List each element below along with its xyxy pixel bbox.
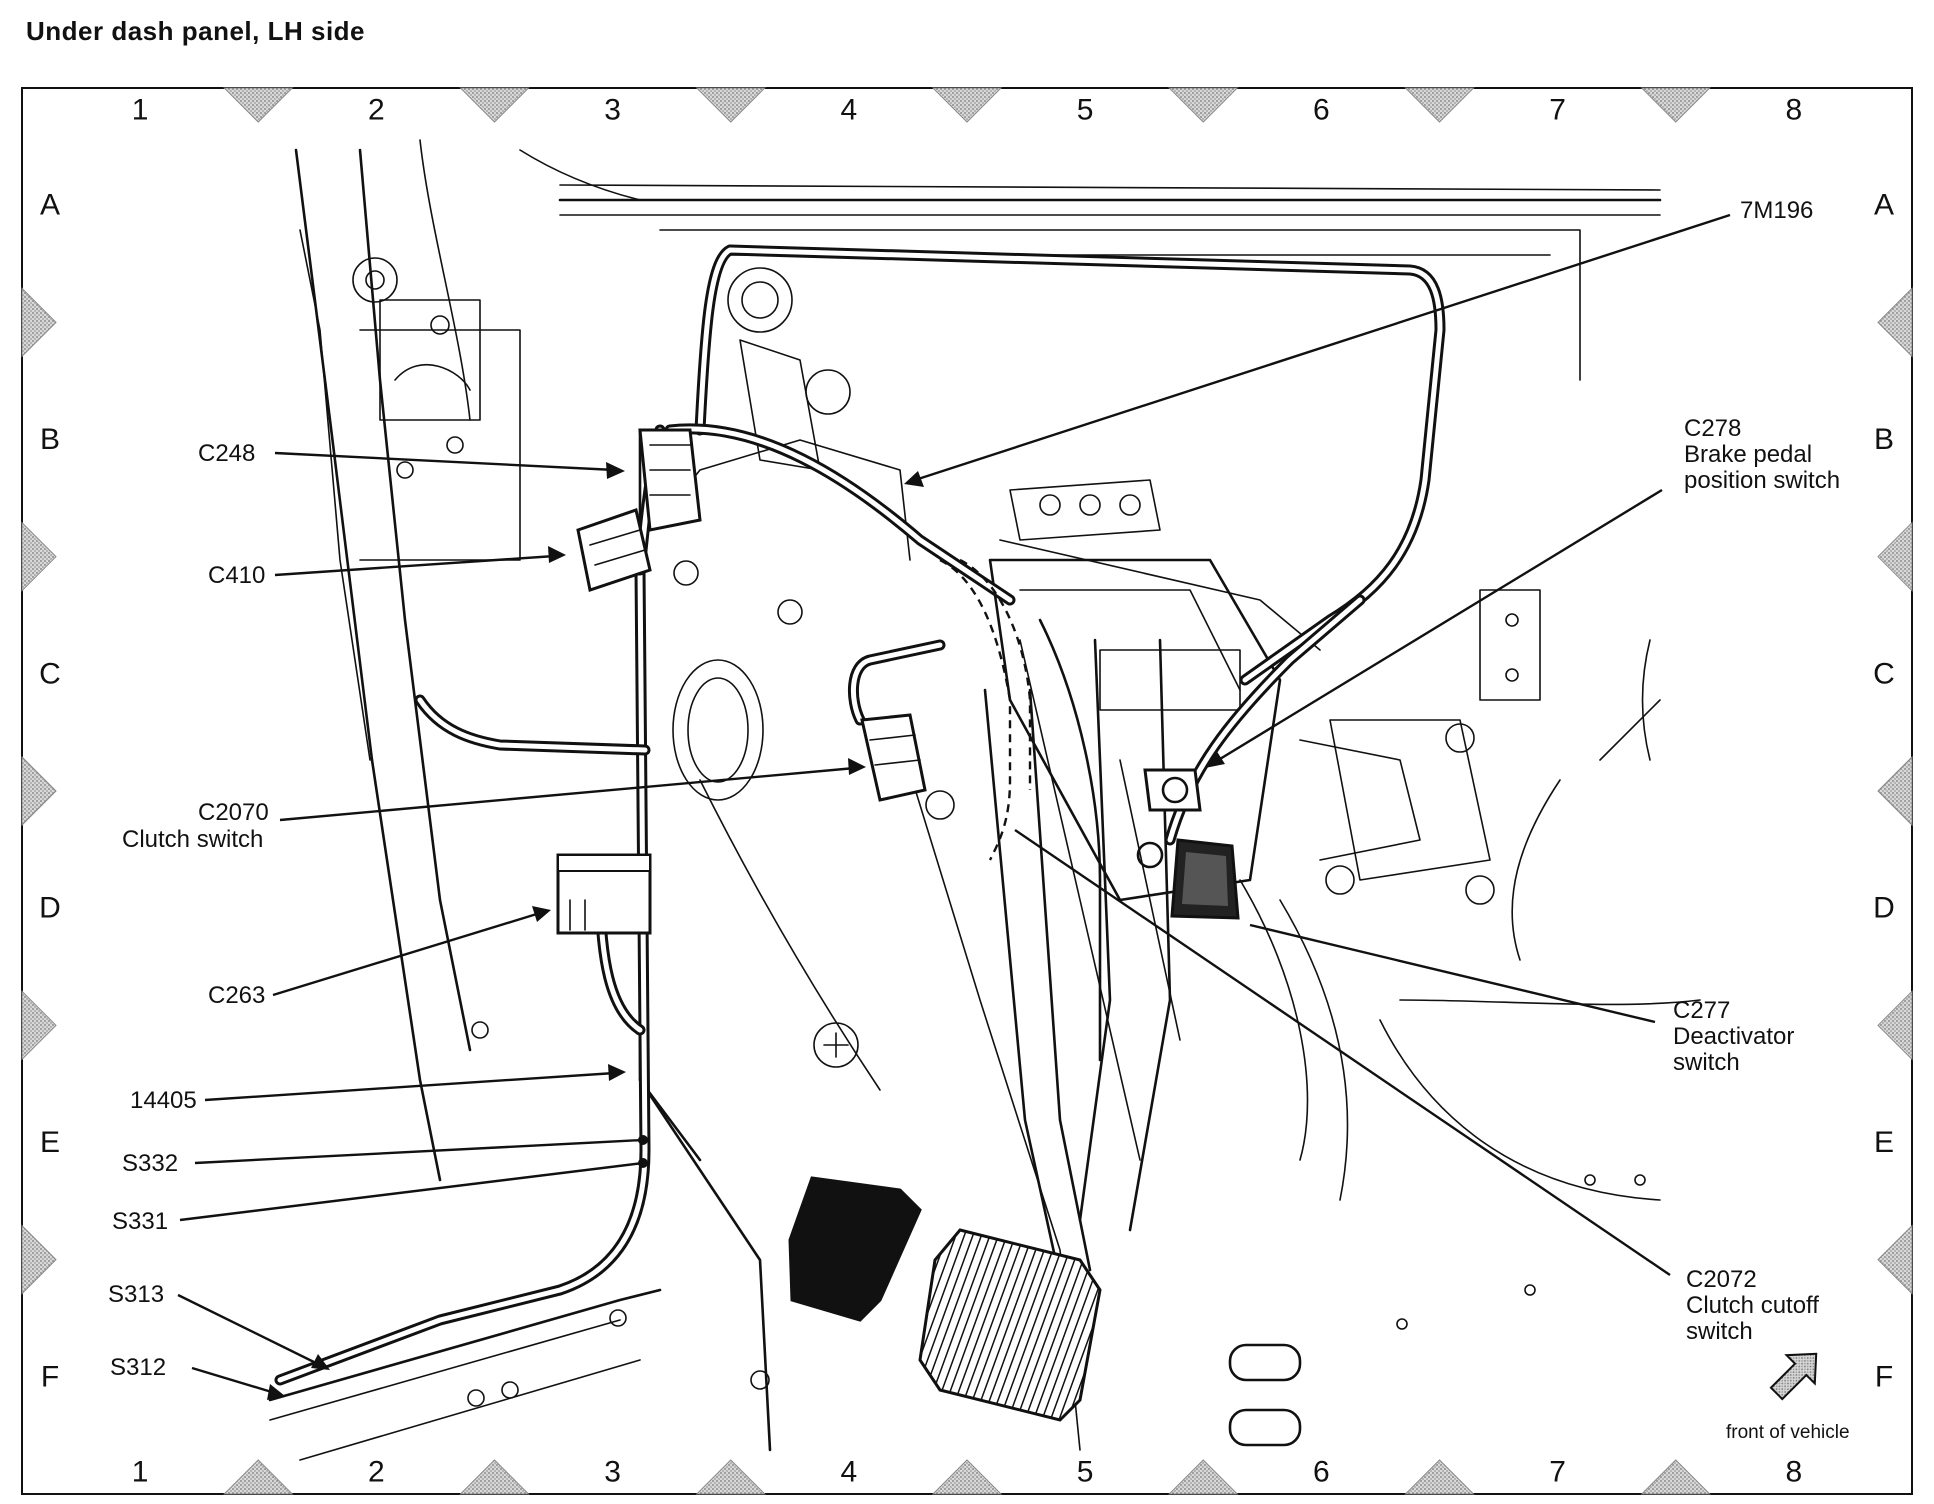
grid-row-label-right: E xyxy=(1874,1126,1894,1159)
grid-col-label-top: 8 xyxy=(1786,94,1803,127)
grid-row-label-right: D xyxy=(1873,892,1895,925)
grid-row-label-right: B xyxy=(1874,423,1894,456)
grid-row-divider-right xyxy=(1877,755,1913,827)
grid-col-label-bottom: 3 xyxy=(604,1456,621,1489)
grid-row-divider-left xyxy=(21,287,57,358)
grid-row-divider-left xyxy=(21,755,57,827)
grid-col-label-top: 4 xyxy=(841,94,858,127)
front-arrow-icon xyxy=(1769,1352,1818,1401)
diagram-title: Under dash panel, LH side xyxy=(26,16,365,46)
grid-col-label-top: 1 xyxy=(132,94,149,127)
grid-col-label-top: 7 xyxy=(1549,94,1566,127)
clutch-pedal-pad xyxy=(788,1176,922,1322)
label-c2072-id: C2072 xyxy=(1686,1266,1757,1293)
grid-col-label-top: 2 xyxy=(368,94,385,127)
label-c278-desc1: Brake pedal xyxy=(1684,441,1812,468)
connector-c410 xyxy=(576,508,652,592)
label-c277-desc2: switch xyxy=(1673,1049,1740,1076)
grid-row-label-right: C xyxy=(1873,657,1895,690)
label-c2070-desc: Clutch switch xyxy=(122,826,263,853)
grid-col-divider-bottom xyxy=(1168,1459,1239,1495)
label-c277-id: C277 xyxy=(1673,997,1730,1024)
connector-c277 xyxy=(1170,838,1240,920)
grid-col-label-bottom: 2 xyxy=(368,1456,385,1489)
grid-col-label-top: 6 xyxy=(1313,94,1330,127)
label-c410: C410 xyxy=(208,562,265,589)
illustration xyxy=(268,139,1701,1461)
front-of-vehicle-indicator: front of vehicle xyxy=(1726,1352,1850,1443)
label-c248: C248 xyxy=(198,440,255,467)
grid-col-divider-top xyxy=(459,87,530,123)
connectors xyxy=(556,428,1240,1168)
grid-col-divider-top xyxy=(1168,87,1239,123)
label-14405: 14405 xyxy=(130,1087,197,1114)
label-c278-desc2: position switch xyxy=(1684,467,1840,494)
grid-row-divider-left xyxy=(21,990,57,1061)
grid-col-divider-bottom xyxy=(1404,1459,1475,1495)
grid-col-divider-top xyxy=(1640,87,1711,123)
brake-pedal-pad xyxy=(918,1228,1102,1422)
callout-labels: C248 C410 C2070 Clutch switch C263 14405… xyxy=(108,197,1840,1381)
grid-row-label-right: F xyxy=(1875,1360,1893,1393)
grid-col-label-top: 5 xyxy=(1077,94,1094,127)
grid-col-label-bottom: 7 xyxy=(1549,1456,1566,1489)
grid-col-divider-bottom xyxy=(931,1459,1003,1495)
grid-col-divider-bottom xyxy=(1640,1459,1711,1495)
grid-row-label-left: A xyxy=(40,189,60,222)
grid-col-label-bottom: 6 xyxy=(1313,1456,1330,1489)
front-of-vehicle-label: front of vehicle xyxy=(1726,1422,1850,1443)
label-c277-desc1: Deactivator xyxy=(1673,1023,1794,1050)
grid-col-divider-top xyxy=(931,87,1003,123)
grid-col-label-bottom: 8 xyxy=(1786,1456,1803,1489)
grid-row-divider-left xyxy=(21,521,57,592)
grid-col-label-top: 3 xyxy=(604,94,621,127)
grid-row-label-left: C xyxy=(39,657,61,690)
grid-row-divider-left xyxy=(21,1224,57,1295)
grid-col-divider-top xyxy=(223,87,294,123)
label-s312: S312 xyxy=(110,1354,166,1381)
leader-lines xyxy=(177,213,1731,1400)
label-c2072-desc2: switch xyxy=(1686,1318,1753,1345)
label-s313: S313 xyxy=(108,1281,164,1308)
grid-row-label-left: F xyxy=(41,1360,59,1393)
grid-col-label-bottom: 1 xyxy=(132,1456,149,1489)
label-c2070-id: C2070 xyxy=(198,799,269,826)
grid-col-divider-bottom xyxy=(695,1459,766,1495)
grid-col-divider-top xyxy=(695,87,766,123)
grid-col-divider-bottom xyxy=(459,1459,530,1495)
connector-c278 xyxy=(1136,768,1202,869)
grid-col-divider-top xyxy=(1404,87,1475,123)
grid-row-label-left: E xyxy=(40,1126,60,1159)
connector-c2070 xyxy=(860,713,955,820)
connector-c248 xyxy=(638,428,702,532)
label-7m196: 7M196 xyxy=(1740,197,1813,224)
grid-col-label-bottom: 4 xyxy=(841,1456,858,1489)
grid-row-divider-right xyxy=(1877,287,1913,358)
label-s332: S332 xyxy=(122,1150,178,1177)
grid-row-label-left: D xyxy=(39,892,61,925)
grid-row-divider-right xyxy=(1877,1224,1913,1295)
grid-col-divider-bottom xyxy=(223,1459,294,1495)
grid-row-divider-right xyxy=(1877,521,1913,592)
connector-c263 xyxy=(556,853,652,935)
wiring-harness xyxy=(274,244,1446,1386)
grid-col-label-bottom: 5 xyxy=(1077,1456,1094,1489)
grid-row-label-left: B xyxy=(40,423,60,456)
label-c263: C263 xyxy=(208,982,265,1009)
label-c278-id: C278 xyxy=(1684,415,1741,442)
grid-row-divider-right xyxy=(1877,990,1913,1061)
label-s331: S331 xyxy=(112,1208,168,1235)
grid-row-label-right: A xyxy=(1874,189,1894,222)
label-c2072-desc1: Clutch cutoff xyxy=(1686,1292,1819,1319)
